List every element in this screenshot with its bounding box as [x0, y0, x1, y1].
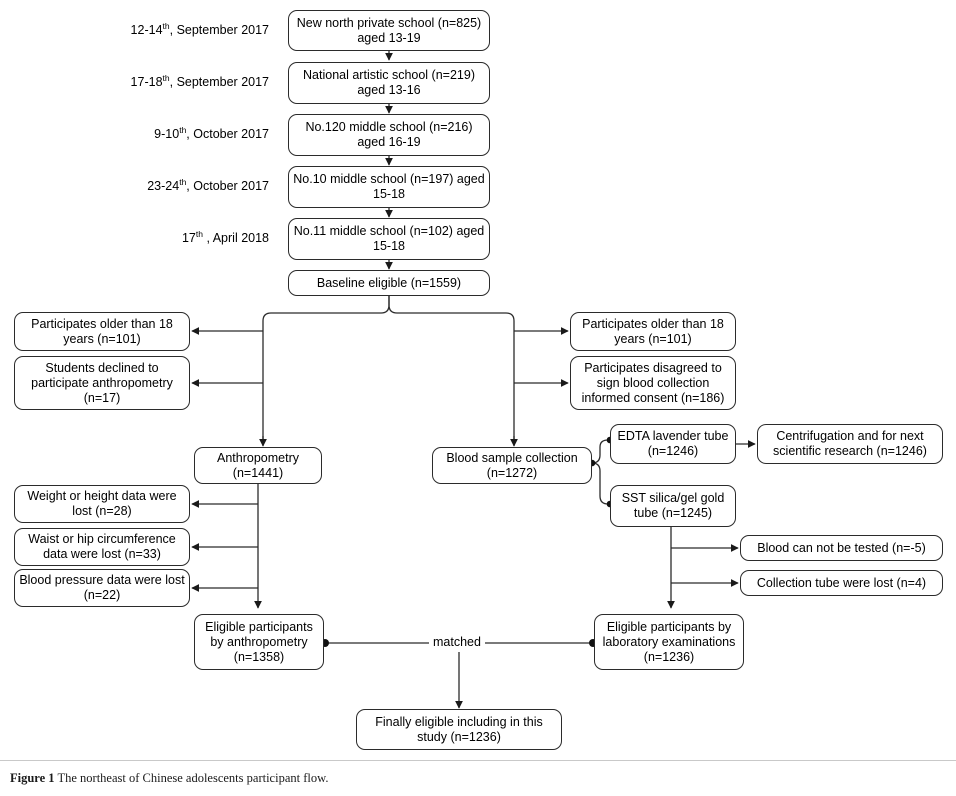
date-label-2-pre: 17-18 — [130, 75, 163, 89]
node-excluded-disagreed-consent[interactable]: Participates disagreed to sign blood col… — [570, 356, 736, 410]
node-loss-blood-pressure[interactable]: Blood pressure data were lost (n=22) — [14, 569, 190, 607]
date-label-5: 17th , April 2018 — [104, 228, 269, 246]
date-label-5-sup: th — [195, 228, 203, 239]
node-school-3[interactable]: No.120 middle school (n=216) aged 16-19 — [288, 114, 490, 156]
date-label-3-sup: th — [179, 124, 187, 135]
node-eligible-laboratory[interactable]: Eligible participants by laboratory exam… — [594, 614, 744, 670]
date-label-5-pre: 17 — [181, 231, 196, 245]
node-excluded-older-right[interactable]: Participates older than 18 years (n=101) — [570, 312, 736, 351]
date-label-5-post: , April 2018 — [202, 231, 269, 245]
node-eligible-anthropometry[interactable]: Eligible participants by anthropometry (… — [194, 614, 324, 670]
date-label-3-post: , October 2017 — [186, 127, 269, 141]
node-collection-tube-lost[interactable]: Collection tube were lost (n=4) — [740, 570, 943, 596]
node-school-1[interactable]: New north private school (n=825) aged 13… — [288, 10, 490, 51]
date-label-4-sup: th — [179, 176, 187, 187]
date-label-3-pre: 9-10 — [154, 127, 180, 141]
node-school-2[interactable]: National artistic school (n=219) aged 13… — [288, 62, 490, 104]
node-blood-sample-collection[interactable]: Blood sample collection (n=1272) — [432, 447, 592, 484]
figure-caption: Figure 1 The northeast of Chinese adoles… — [10, 771, 328, 786]
node-school-5[interactable]: No.11 middle school (n=102) aged 15-18 — [288, 218, 490, 260]
node-excluded-older-left[interactable]: Participates older than 18 years (n=101) — [14, 312, 190, 351]
node-loss-waist-hip[interactable]: Waist or hip circumference data were los… — [14, 528, 190, 566]
date-label-2-post: , September 2017 — [169, 75, 269, 89]
date-label-3: 9-10th, October 2017 — [104, 124, 269, 142]
date-label-1: 12-14th, September 2017 — [104, 20, 269, 38]
figure-caption-text: The northeast of Chinese adolescents par… — [57, 771, 329, 785]
node-sst-gold-tube[interactable]: SST silica/gel gold tube (n=1245) — [610, 485, 736, 527]
node-blood-not-tested[interactable]: Blood can not be tested (n=-5) — [740, 535, 943, 561]
date-label-4-post: , October 2017 — [186, 179, 269, 193]
node-excluded-declined-anthropometry[interactable]: Students declined to participate anthrop… — [14, 356, 190, 410]
node-centrifugation[interactable]: Centrifugation and for next scientific r… — [757, 424, 943, 464]
caption-divider — [0, 760, 956, 761]
date-label-1-post: , September 2017 — [169, 23, 269, 37]
figure-caption-label: Figure 1 — [10, 771, 55, 785]
date-label-2-sup: th — [162, 72, 170, 83]
node-baseline-eligible[interactable]: Baseline eligible (n=1559) — [288, 270, 490, 296]
date-label-4-pre: 23-24 — [147, 179, 180, 193]
date-label-1-pre: 12-14 — [130, 23, 163, 37]
node-anthropometry[interactable]: Anthropometry (n=1441) — [194, 447, 322, 484]
edge-label-matched: matched — [429, 635, 485, 649]
date-label-1-sup: th — [162, 20, 170, 31]
node-final-eligible[interactable]: Finally eligible including in this study… — [356, 709, 562, 750]
node-edta-lavender-tube[interactable]: EDTA lavender tube (n=1246) — [610, 424, 736, 464]
node-school-4[interactable]: No.10 middle school (n=197) aged 15-18 — [288, 166, 490, 208]
node-loss-weight-height[interactable]: Weight or height data were lost (n=28) — [14, 485, 190, 523]
date-label-2: 17-18th, September 2017 — [104, 72, 269, 90]
date-label-4: 23-24th, October 2017 — [104, 176, 269, 194]
